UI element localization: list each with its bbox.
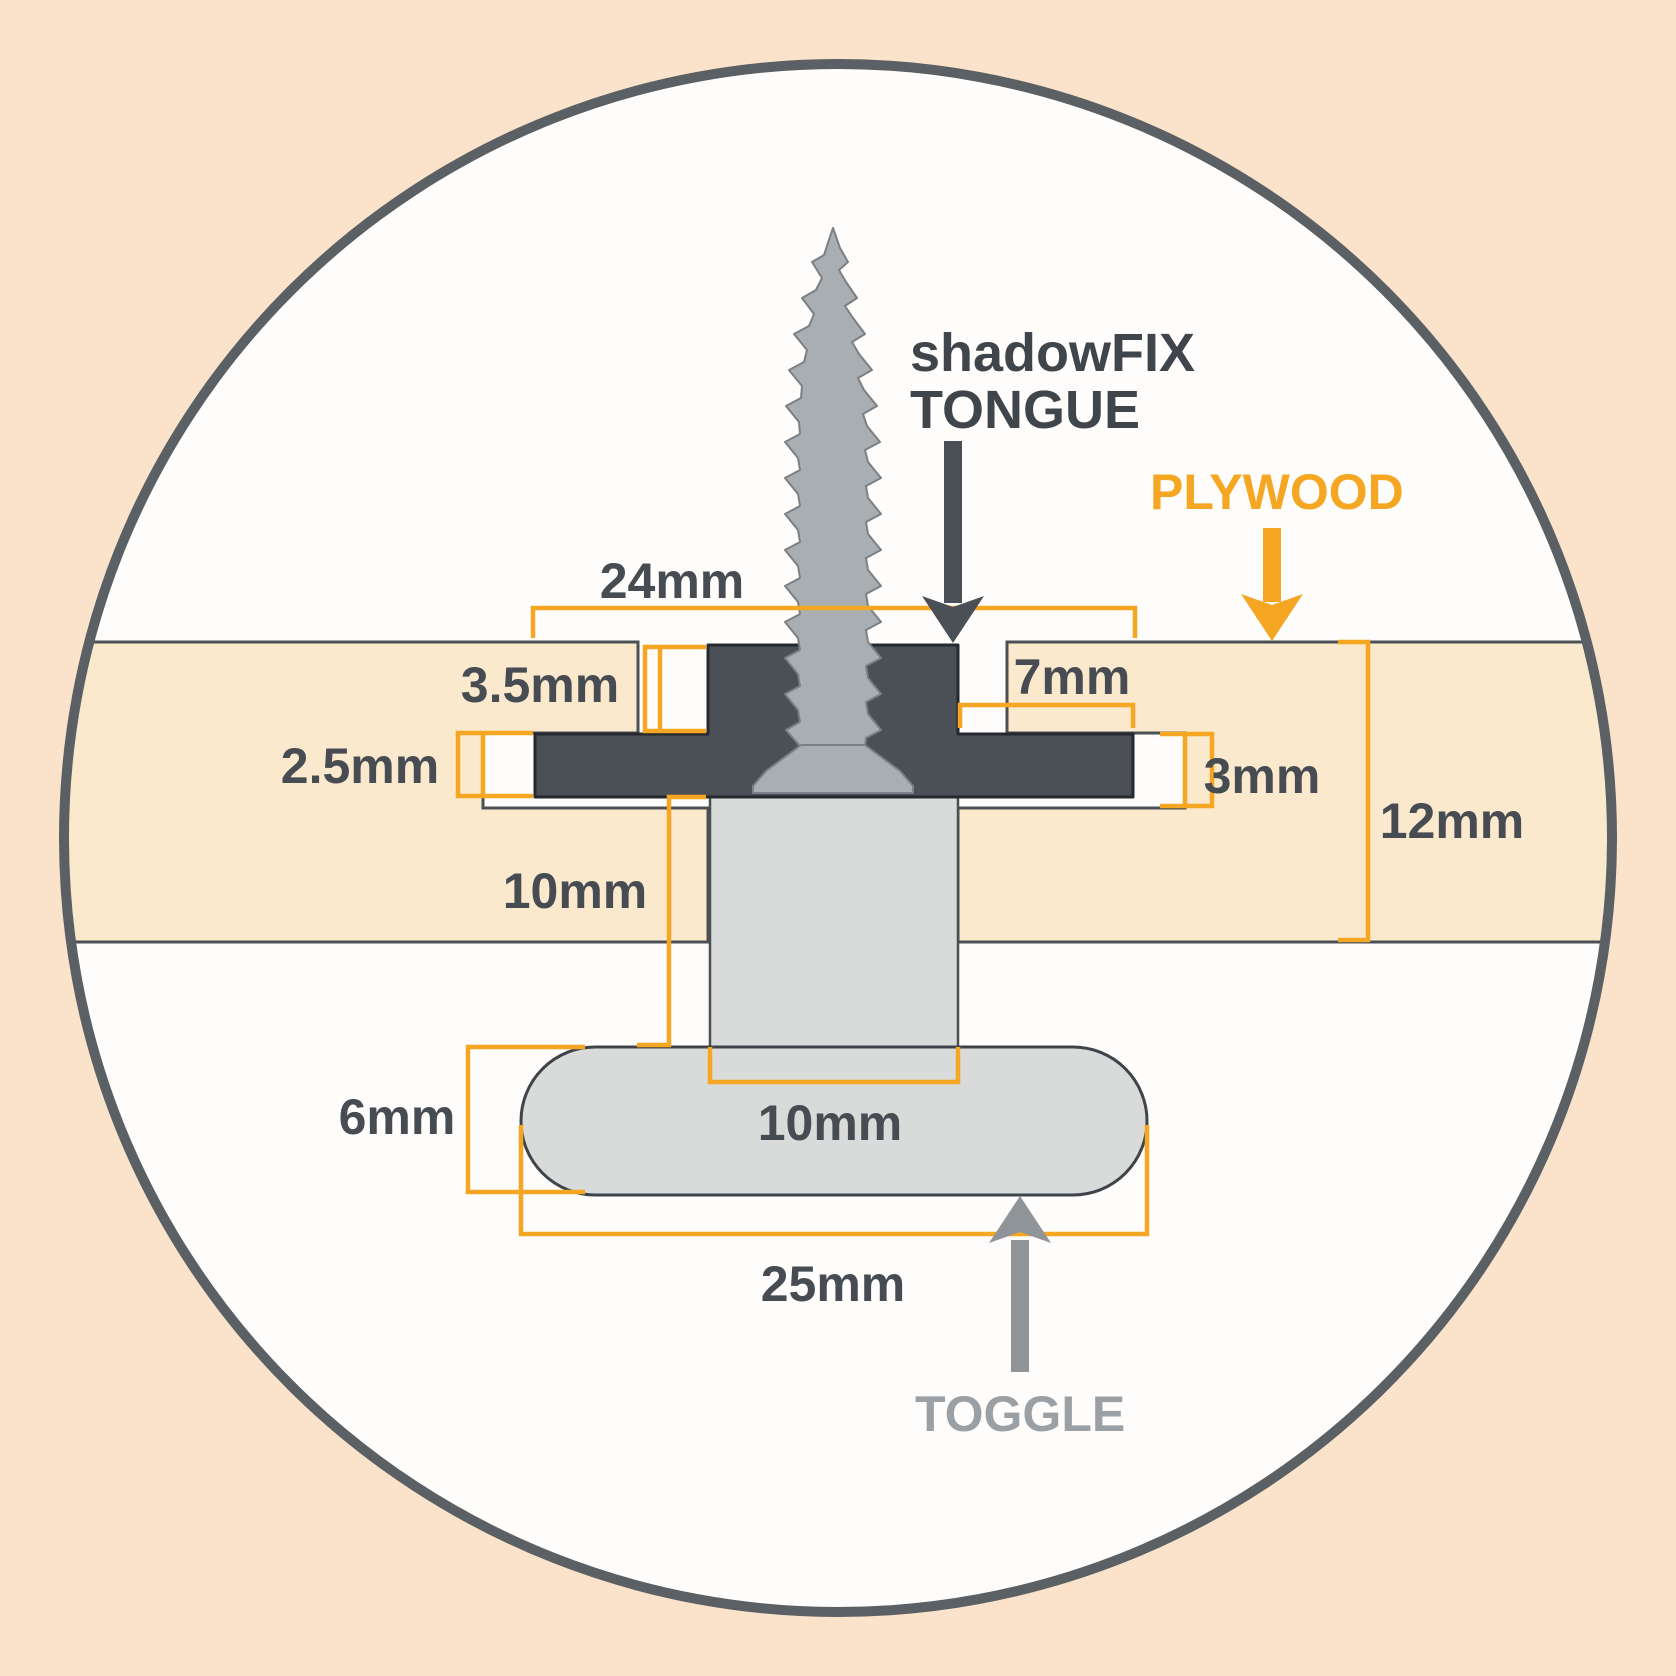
screw-head-cone — [752, 744, 914, 794]
diagram-circle-rim — [59, 59, 1617, 1617]
dim-label-10mm-stem: 10mm — [758, 1095, 903, 1151]
dim-bracket-6mm — [465, 1044, 585, 1195]
dim-bracket-25mm — [518, 1125, 1150, 1237]
dim-label-2-5mm: 2.5mm — [281, 738, 439, 794]
screw — [752, 227, 914, 794]
dim-bracket-12mm — [1338, 639, 1371, 943]
plywood-arrow-shaft — [1263, 528, 1281, 602]
callout-arrows — [922, 441, 1303, 1372]
plywood-band — [68, 640, 1608, 944]
plywood-arrow-head — [1241, 594, 1303, 641]
callout-labels: shadowFIX TONGUE PLYWOOD TOGGLE — [910, 323, 1404, 1442]
dim-label-24mm: 24mm — [600, 553, 745, 609]
dim-bracket-7mm — [957, 702, 1136, 728]
plywood-left-panel — [68, 640, 710, 944]
tongue-arrow-shaft — [944, 441, 962, 603]
dim-bracket-10mm-stem — [707, 1047, 961, 1085]
dim-bracket-2-5mm — [455, 730, 533, 799]
label-plywood: PLYWOOD — [1150, 464, 1404, 520]
tongue-arrow — [922, 441, 984, 643]
dim-label-3-5mm: 3.5mm — [461, 657, 619, 713]
dim-label-7mm: 7mm — [1014, 649, 1131, 705]
toggle-body — [519, 1045, 1149, 1197]
dimension-lines — [455, 605, 1371, 1237]
dim-label-3mm: 3mm — [1204, 748, 1321, 804]
dim-label-10mm-depth: 10mm — [503, 863, 648, 919]
toggle-stem — [708, 788, 960, 1054]
dim-label-25mm: 25mm — [761, 1256, 906, 1312]
dim-bracket-3-5mm — [642, 644, 706, 734]
toggle-arrow — [989, 1196, 1051, 1372]
dimension-labels: 24mm 3.5mm 2.5mm 7mm 3mm 12mm 10mm 10mm … — [281, 553, 1524, 1312]
label-toggle: TOGGLE — [915, 1386, 1125, 1442]
toggle-arrow-shaft — [1011, 1240, 1029, 1372]
dim-label-12mm: 12mm — [1380, 793, 1525, 849]
plywood-arrow — [1241, 528, 1303, 641]
dim-bracket-24mm — [530, 605, 1138, 638]
dim-bracket-10mm-depth — [637, 794, 706, 1048]
label-tongue: TONGUE — [910, 380, 1140, 440]
dim-label-6mm: 6mm — [339, 1089, 456, 1145]
label-shadowfix: shadowFIX — [910, 323, 1195, 383]
toggle-arrow-head — [989, 1196, 1051, 1243]
dim-bracket-3mm — [1160, 731, 1215, 809]
tongue-arrow-head — [922, 596, 984, 643]
